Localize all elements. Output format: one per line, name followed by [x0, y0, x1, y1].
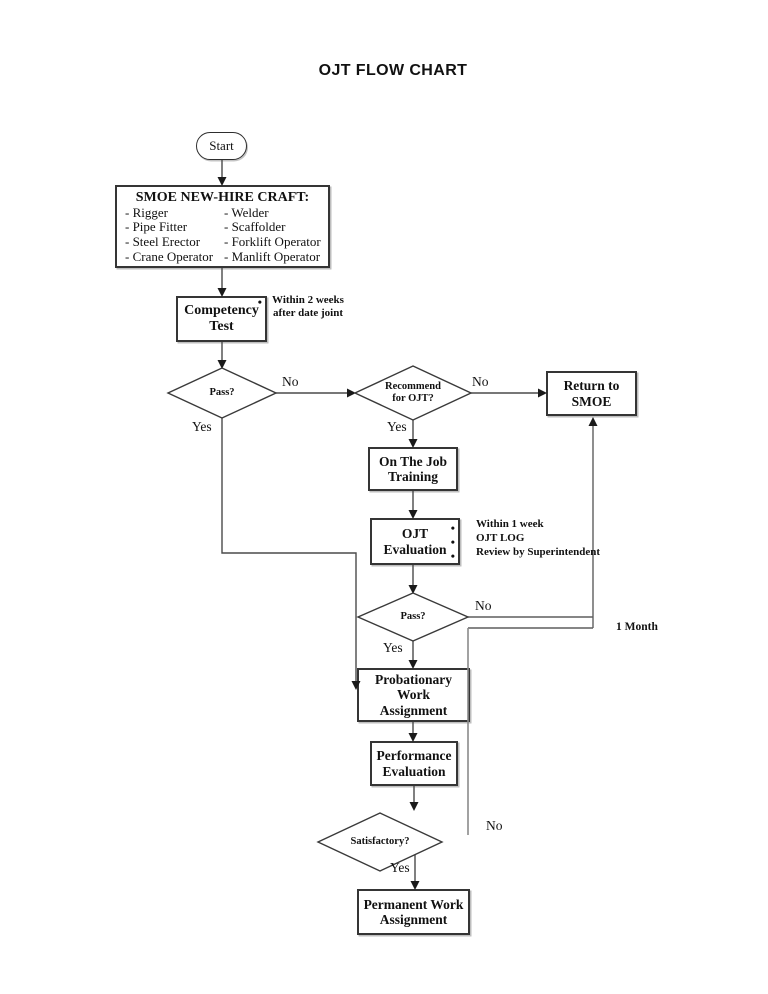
smoe-item: - Rigger [125, 204, 168, 220]
smoe-item: - Crane Operator [125, 248, 214, 264]
bullet-icon: • [450, 549, 455, 563]
pass2-decision-label: Pass? [400, 610, 426, 622]
return-to-smoe-box: Return to SMOE [546, 371, 637, 416]
edge-label-pass1-no: No [282, 374, 299, 389]
bullet-icon: • [257, 295, 262, 309]
bullet-list-icons: • • • [451, 521, 455, 563]
smoe-item: - Manlift Operator [224, 248, 321, 264]
competency-note: Within 2 weeks after date joint [272, 294, 344, 319]
evaluation-note: Review by Superintendent [476, 546, 601, 559]
probationary-work-assignment-box: Probationary Work Assignment [357, 668, 470, 722]
on-the-job-training-box: On The Job Training [368, 447, 458, 491]
smoe-item: - Welder [224, 204, 269, 220]
edge-label-recommend-yes: Yes [387, 419, 407, 434]
smoe-row: - Rigger - Welder [117, 204, 328, 221]
start-node: Start [196, 132, 247, 160]
one-month-note: 1 Month [616, 621, 658, 633]
smoe-item: - Pipe Fitter [125, 219, 188, 235]
permanent-work-assignment-label: Permanent Work Assignment [363, 896, 464, 927]
recommend-decision-label: Recommend for OJT? [385, 380, 441, 404]
return-to-smoe-label: Return to SMOE [563, 378, 620, 409]
smoe-title: SMOE NEW-HIRE CRAFT: [135, 190, 310, 205]
pass1-decision-label: Pass? [209, 386, 235, 398]
edge-label-satisfactory-no: No [486, 818, 503, 833]
smoe-item: - Scaffolder [224, 219, 286, 235]
ojt-evaluation-box: OJT Evaluation • • • [370, 518, 460, 565]
on-the-job-training-label: On The Job Training [378, 453, 448, 484]
bullet-icon: • [450, 521, 455, 535]
smoe-new-hire-craft-box: SMOE NEW-HIRE CRAFT: - Rigger - Welder -… [115, 185, 330, 268]
edge-label-satisfactory-yes: Yes [390, 860, 410, 875]
smoe-row: - Steel Erector - Forklift Operator [117, 234, 328, 250]
edge-label-recommend-no: No [472, 374, 489, 389]
ojt-evaluation-label: OJT Evaluation [383, 526, 447, 557]
edge-label-pass2-yes: Yes [383, 640, 403, 655]
bullet-icon: • [450, 535, 455, 549]
competency-test-label: Competency Test [184, 303, 259, 334]
smoe-item: - Forklift Operator [224, 234, 321, 249]
page-title: OJT FLOW CHART [318, 62, 468, 79]
edge-label-pass1-yes: Yes [192, 419, 212, 434]
evaluation-note: Within 1 week [476, 518, 544, 530]
evaluation-notes: Within 1 week OJT LOG Review by Superint… [476, 517, 600, 560]
smoe-row: - Crane Operator - Manlift Operator [117, 248, 328, 265]
smoe-item: - Steel Erector [125, 234, 201, 249]
performance-evaluation-label: Performance Evaluation [376, 748, 452, 779]
satisfactory-decision-label: Satisfactory? [350, 835, 410, 847]
evaluation-note: OJT LOG [476, 532, 525, 545]
edge-label-pass2-no: No [475, 598, 492, 613]
probationary-work-assignment-label: Probationary Work Assignment [375, 672, 452, 718]
performance-evaluation-box: Performance Evaluation [370, 741, 458, 786]
competency-test-box: Competency Test • [176, 295, 267, 342]
start-label: Start [209, 138, 234, 153]
smoe-row: - Pipe Fitter - Scaffolder [117, 220, 328, 235]
permanent-work-assignment-box: Permanent Work Assignment [357, 889, 470, 935]
